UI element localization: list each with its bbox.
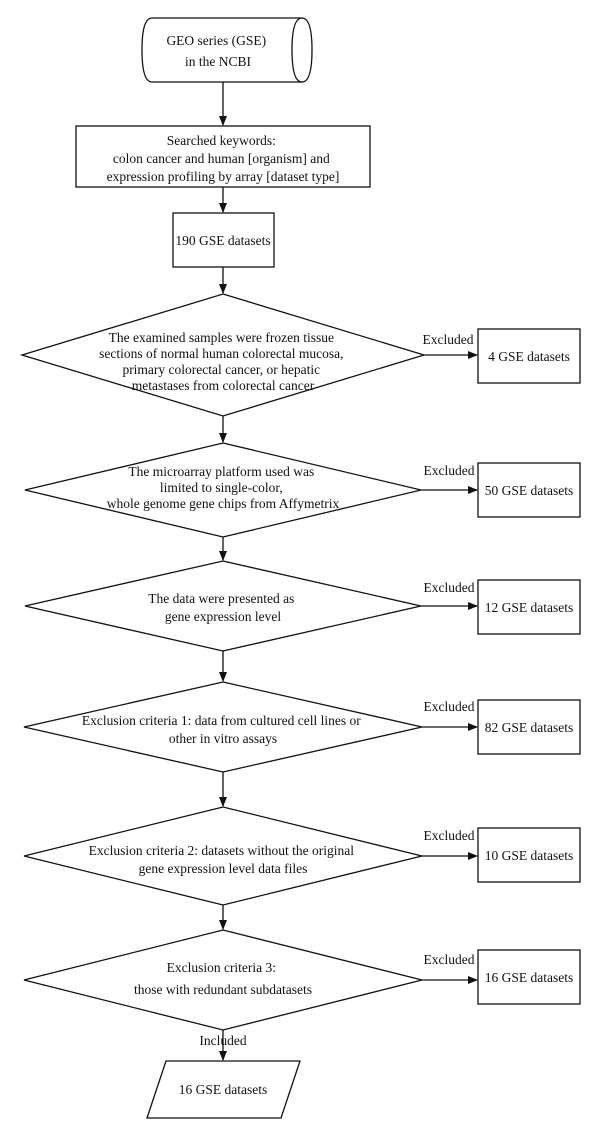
decision-line: whole genome gene chips from Affymetrix — [107, 496, 340, 511]
final-datasets-parallelogram — [146, 1060, 301, 1119]
search-keywords-node: Searched keywords: colon cancer and huma… — [75, 125, 371, 188]
excluded-count-label: 50 GSE datasets — [485, 483, 574, 498]
final-datasets-label: 16 GSE datasets — [179, 1082, 268, 1097]
flow-arrows — [219, 82, 478, 1061]
decision-label: The microarray platform used was limited… — [107, 464, 340, 511]
decision-line: primary colorectal cancer, or hepatic — [122, 362, 320, 377]
decision-node: The data were presented as gene expressi… — [24, 560, 422, 652]
excluded-node: 12 GSE datasets — [477, 579, 581, 635]
excluded-edge-label: Excluded — [424, 580, 475, 595]
excluded-node: 82 GSE datasets — [477, 699, 581, 755]
search-keywords-line: expression profiling by array [dataset t… — [107, 169, 340, 184]
decision-diamond — [24, 560, 422, 652]
decision-line: other in vitro assays — [169, 731, 277, 746]
excluded-box — [477, 579, 581, 635]
geo-database-line: in the NCBI — [185, 54, 252, 69]
excluded-count-label: 12 GSE datasets — [485, 600, 574, 615]
decision-line: limited to single-color, — [160, 480, 283, 495]
decision-line: metastases from colorectal cancer — [132, 378, 315, 393]
excluded-edge-label: Excluded — [423, 332, 474, 347]
decision-line: sections of normal human colorectal muco… — [99, 346, 343, 361]
decision-node: Exclusion criteria 3: those with redunda… — [23, 929, 423, 1031]
search-keywords-line: Searched keywords: — [167, 133, 276, 148]
decision-node: Exclusion criteria 1: data from cultured… — [23, 681, 423, 773]
excluded-node: 16 GSE datasets — [477, 949, 581, 1005]
decision-line: gene expression level — [165, 609, 281, 624]
excluded-box — [477, 949, 581, 1005]
geo-database-label: GEO series (GSE) in the NCBI — [166, 33, 269, 69]
decision-node: The examined samples were frozen tissue … — [19, 293, 427, 417]
excluded-count-label: 10 GSE datasets — [485, 848, 574, 863]
decision-label: The data were presented as gene expressi… — [148, 591, 298, 624]
decision-diamond — [23, 929, 423, 1031]
search-keywords-box — [75, 125, 371, 188]
search-keywords-label: Searched keywords: colon cancer and huma… — [107, 133, 340, 184]
excluded-count-label: 82 GSE datasets — [485, 720, 574, 735]
decision-line: The microarray platform used was — [128, 464, 314, 479]
excluded-edge-label: Excluded — [424, 952, 475, 967]
decision-line: The data were presented as — [148, 591, 294, 606]
decision-label: Exclusion criteria 1: data from cultured… — [82, 713, 364, 746]
decision-line: those with redundant subdatasets — [134, 982, 312, 997]
excluded-edge-label: Excluded — [424, 699, 475, 714]
excluded-node: 4 GSE datasets — [477, 328, 581, 384]
excluded-box — [477, 328, 581, 384]
database-cylinder-shape — [141, 17, 313, 83]
decision-node: Exclusion criteria 2: datasets without t… — [23, 806, 423, 906]
decision-line: Exclusion criteria 2: datasets without t… — [89, 843, 355, 858]
initial-datasets-node: 190 GSE datasets — [172, 212, 275, 268]
decision-line: Exclusion criteria 3: — [167, 960, 276, 975]
excluded-edge-label: Excluded — [424, 463, 475, 478]
excluded-box — [477, 827, 581, 883]
excluded-node: 10 GSE datasets — [477, 827, 581, 883]
geo-database-node: GEO series (GSE) in the NCBI — [141, 17, 313, 83]
search-keywords-line: colon cancer and human [organism] and — [113, 151, 330, 166]
excluded-box — [477, 462, 581, 518]
excluded-edge-label: Excluded — [424, 828, 475, 843]
initial-datasets-box — [172, 212, 275, 268]
decision-node: The microarray platform used was limited… — [24, 442, 422, 538]
decision-line: gene expression level data files — [139, 861, 308, 876]
decision-line: The examined samples were frozen tissue — [109, 330, 334, 345]
decision-label: Exclusion criteria 2: datasets without t… — [89, 843, 358, 876]
decision-line: Exclusion criteria 1: data from cultured… — [82, 713, 361, 728]
final-datasets-node: 16 GSE datasets — [146, 1060, 301, 1119]
geo-database-line: GEO series (GSE) — [166, 33, 266, 48]
decision-label: Exclusion criteria 3: those with redunda… — [134, 960, 312, 997]
excluded-node: 50 GSE datasets — [477, 462, 581, 518]
database-cylinder-edge — [291, 17, 303, 83]
decision-label: The examined samples were frozen tissue … — [99, 330, 347, 393]
excluded-box — [477, 699, 581, 755]
excluded-count-label: 16 GSE datasets — [485, 970, 574, 985]
initial-datasets-label: 190 GSE datasets — [175, 233, 270, 248]
excluded-count-label: 4 GSE datasets — [488, 349, 570, 364]
